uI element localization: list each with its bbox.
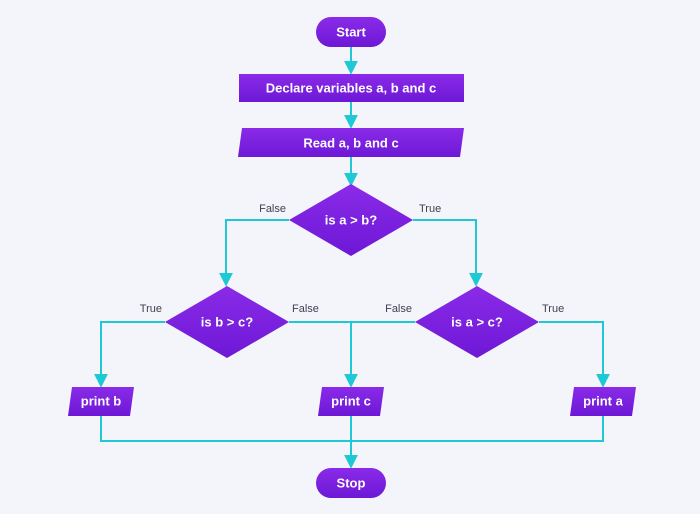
print-a-label: print a — [583, 394, 623, 409]
label-b-gt-c-false: False — [292, 303, 319, 315]
print-c-label: print c — [331, 394, 371, 409]
edge-a-gt-c-true — [539, 321, 610, 388]
decision-b-gt-c-label: is b > c? — [201, 315, 253, 330]
label-a-gt-c-false: False — [385, 303, 412, 315]
edge-a-gt-b-false — [219, 219, 289, 287]
label-a-gt-b-true: True — [419, 203, 441, 215]
print-b-label: print b — [81, 394, 121, 409]
print-a-node: print a — [570, 387, 636, 416]
read-node: Read a, b and c — [238, 128, 464, 157]
stop-label: Stop — [337, 476, 366, 491]
label-b-gt-c-true: True — [140, 303, 162, 315]
declare-node: Declare variables a, b and c — [239, 74, 464, 102]
decision-a-gt-b: is a > b? — [289, 184, 413, 256]
declare-label: Declare variables a, b and c — [266, 81, 437, 96]
decision-a-gt-c: is a > c? — [415, 286, 539, 358]
edge-b-gt-c-true — [94, 321, 165, 388]
start-label: Start — [336, 25, 366, 40]
stop-node: Stop — [316, 468, 386, 498]
label-a-gt-c-true: True — [542, 303, 564, 315]
decision-a-gt-b-label: is a > b? — [325, 213, 377, 228]
decision-b-gt-c: is b > c? — [165, 286, 289, 358]
read-label: Read a, b and c — [303, 136, 398, 151]
edge-a-gt-b-true — [413, 219, 483, 287]
label-a-gt-b-false: False — [259, 203, 286, 215]
print-b-node: print b — [68, 387, 134, 416]
decision-a-gt-c-label: is a > c? — [451, 315, 503, 330]
start-node: Start — [316, 17, 386, 47]
connectors — [94, 46, 610, 469]
edge-b-gt-c-false — [289, 321, 358, 388]
print-c-node: print c — [318, 387, 384, 416]
